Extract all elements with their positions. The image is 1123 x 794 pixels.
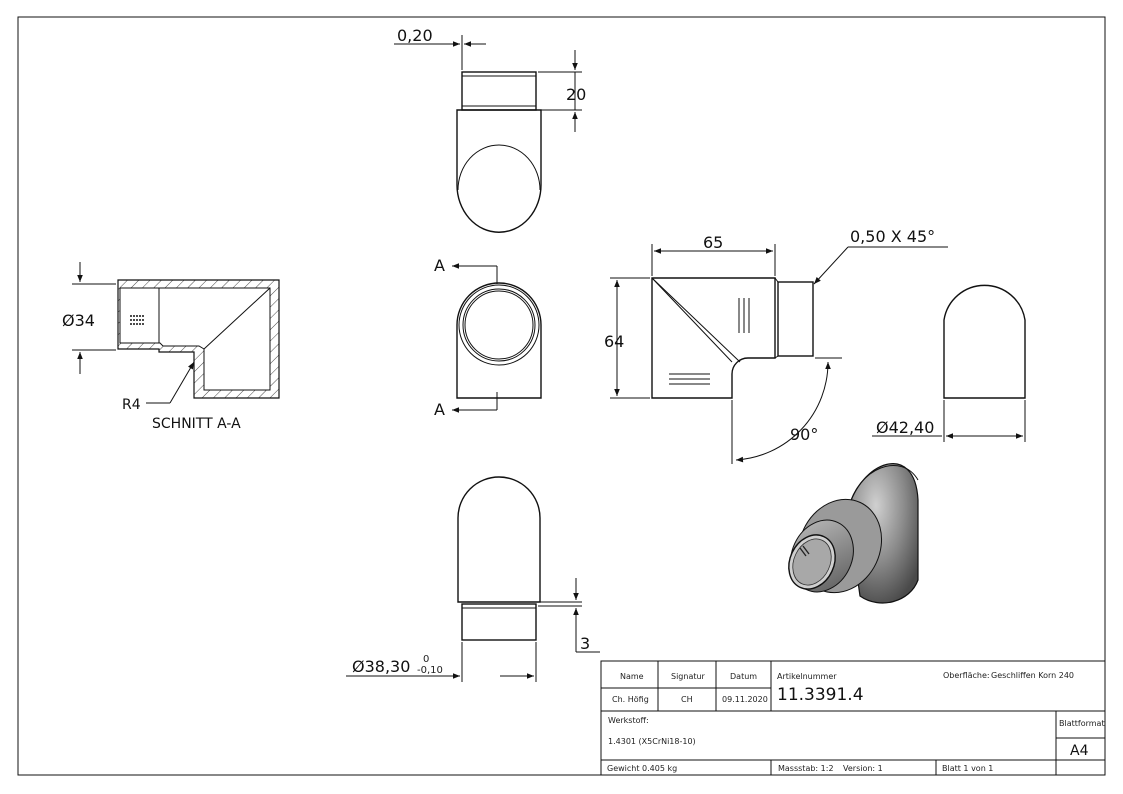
cut-label-bottom: A — [434, 400, 445, 419]
title-scale: Massstab: 1:2 — [778, 764, 834, 773]
front-view: A A — [434, 256, 542, 419]
cut-label-top: A — [434, 256, 445, 275]
title-name: Ch. Höfig — [612, 695, 649, 704]
top-view: 0,20 20 — [394, 26, 586, 233]
title-weight: Gewicht 0.405 kg — [607, 764, 677, 773]
drawing-frame — [17, 16, 1106, 776]
section-view: Ø34 R4 SCHNITT A-A — [62, 262, 280, 432]
title-header-name: Name — [620, 672, 644, 681]
dim-height: 64 — [604, 332, 624, 351]
title-material-label: Werkstoff: — [608, 716, 649, 725]
tol-lower: -0,10 — [417, 665, 443, 676]
dim-sleeve-length: 3 — [580, 634, 590, 653]
dim-top-height: 20 — [566, 85, 586, 104]
dim-length: 65 — [703, 233, 723, 252]
title-block: Name Signatur Datum Ch. Höfig CH 09.11.2… — [600, 660, 1106, 776]
dim-chamfer: 0,50 X 45° — [850, 227, 935, 246]
dim-section-diameter: Ø34 — [62, 311, 95, 330]
title-surface-label: Oberfläche: — [943, 671, 990, 680]
title-header-signature: Signatur — [671, 672, 706, 681]
section-title: SCHNITT A-A — [152, 416, 241, 432]
dim-sleeve-diameter: Ø38,30 — [352, 657, 410, 676]
title-date: 09.11.2020 — [722, 695, 768, 704]
title-version: Version: 1 — [843, 764, 883, 773]
bottom-view: 3 Ø38,30 0 -0,10 — [346, 476, 600, 682]
dim-wall-offset: 0,20 — [397, 26, 433, 45]
title-format-label: Blattformat — [1059, 719, 1105, 728]
dim-angle: 90° — [790, 425, 818, 444]
isometric-view — [788, 463, 919, 604]
title-sheet: Blatt 1 von 1 — [942, 764, 993, 773]
dim-outer-diameter: Ø42,40 — [876, 418, 934, 437]
title-article-number: 11.3391.4 — [777, 685, 864, 705]
end-view: Ø42,40 — [872, 284, 1026, 442]
dim-radius: R4 — [122, 397, 141, 413]
title-header-date: Datum — [730, 672, 757, 681]
title-article-label: Artikelnummer — [777, 672, 837, 681]
title-surface-value: Geschliffen Korn 240 — [991, 671, 1074, 680]
side-view: 65 64 0,50 X 45° 90° — [604, 227, 948, 464]
title-material-value: 1.4301 (X5CrNi18-10) — [608, 737, 696, 746]
title-format-value: A4 — [1070, 743, 1089, 759]
title-signature: CH — [681, 695, 693, 704]
tol-upper: 0 — [423, 654, 429, 665]
